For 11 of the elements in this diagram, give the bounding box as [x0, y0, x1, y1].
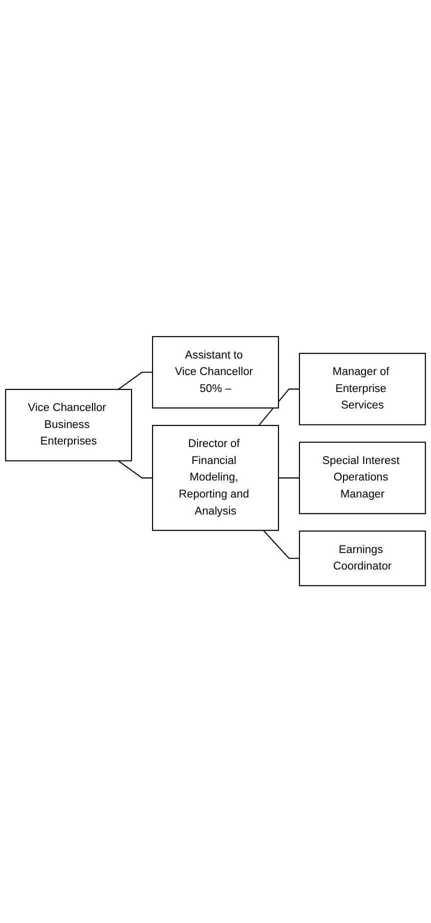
node-box: Director of Financial Modeling, Reporting and Analysis: [152, 425, 279, 532]
node-box: Special Interest Operations Manager: [298, 442, 426, 514]
connector: [258, 388, 300, 426]
node-box: Assistant to Vice Chancellor 50% –: [152, 336, 279, 409]
node-box: Vice Chancellor Business Enterprises: [5, 389, 132, 462]
node-box: Manager of Enterprise Services: [298, 353, 426, 426]
connector: [118, 460, 153, 479]
connector: [278, 478, 300, 479]
connector: [118, 372, 153, 390]
connector: [263, 530, 300, 560]
node-box: Earnings Coordinator: [298, 530, 426, 587]
